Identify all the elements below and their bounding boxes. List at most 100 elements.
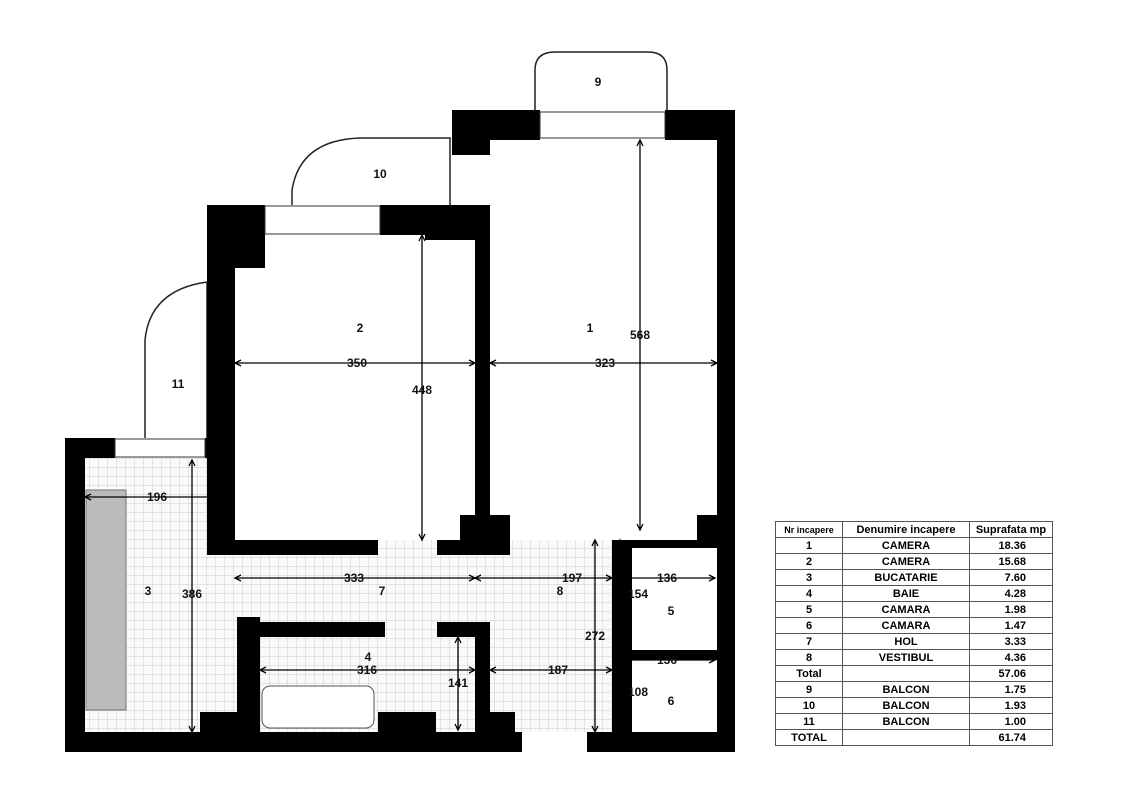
walls [65, 110, 735, 752]
cell-name [842, 729, 970, 746]
cell-area: 1.47 [969, 617, 1053, 634]
arrow-head [468, 666, 477, 674]
arrow-head [468, 359, 477, 367]
arrow-head [188, 725, 196, 734]
cell-nr: 9 [775, 681, 843, 698]
window-kitchen [114, 438, 206, 458]
dim-label: 154 [628, 587, 648, 601]
room-label-10: 10 [373, 167, 387, 181]
arrow-head [83, 493, 92, 501]
arrow-head [454, 635, 462, 644]
dimension-labels: 568 350 323 448 196 386 333 197 136 154 … [147, 328, 677, 699]
dim-label: 136 [657, 571, 677, 585]
cell-nr: 1 [775, 537, 843, 554]
window-room2 [264, 205, 381, 235]
dim-label: 272 [585, 629, 605, 643]
arrow-head [616, 538, 624, 547]
cell-nr: 6 [775, 617, 843, 634]
room-label-11: 11 [172, 377, 185, 391]
cell-area: 18.36 [969, 537, 1053, 554]
table-row: TOTAL 61.74 [775, 729, 1053, 746]
cell-name [842, 665, 970, 682]
dim-label: 187 [548, 663, 568, 677]
cell-area: 1.93 [969, 697, 1053, 714]
bathtub [261, 685, 375, 729]
arrow-head [636, 138, 644, 147]
cell-nr: Total [775, 665, 843, 682]
cell-area: 1.98 [969, 601, 1053, 618]
area-table: Nr incapere Denumire incapere Suprafata … [775, 521, 1053, 746]
arrow-head [418, 233, 426, 242]
cell-nr: 5 [775, 601, 843, 618]
dim-label: 333 [344, 571, 364, 585]
room-label-9: 9 [595, 75, 602, 89]
arrow-head [708, 574, 717, 582]
header-name: Denumire incapere [842, 521, 970, 538]
arrow-head [616, 643, 624, 652]
arrow-head [605, 666, 614, 674]
arrow-head [488, 666, 497, 674]
cell-area: 15.68 [969, 553, 1053, 570]
dim-label: 316 [357, 663, 377, 677]
cell-area: 61.74 [969, 729, 1053, 746]
cell-name: VESTIBUL [842, 649, 970, 666]
dim-label: 350 [347, 356, 367, 370]
arrow-head [418, 533, 426, 542]
cell-nr: TOTAL [775, 729, 843, 746]
arrow-head [258, 666, 267, 674]
cell-name: BALCON [842, 697, 970, 714]
cell-name: BALCON [842, 713, 970, 730]
room-label-2: 2 [357, 321, 364, 335]
cell-name: CAMERA [842, 553, 970, 570]
balcony-10 [291, 137, 451, 205]
arrow-head [636, 523, 644, 532]
dimension-lines [83, 138, 719, 734]
arrow-head [591, 725, 599, 734]
cell-area: 1.75 [969, 681, 1053, 698]
dim-label: 141 [448, 676, 468, 690]
arrow-head [708, 656, 717, 664]
room-label-7: 7 [379, 584, 386, 598]
dim-label: 323 [595, 356, 615, 370]
cell-nr: 11 [775, 713, 843, 730]
header-nr: Nr incapere [775, 521, 843, 538]
cell-name: BAIE [842, 585, 970, 602]
room-label-1: 1 [587, 321, 594, 335]
arrow-head [616, 725, 624, 734]
cell-area: 1.00 [969, 713, 1053, 730]
dim-label: 196 [147, 490, 167, 504]
dim-label: 568 [630, 328, 650, 342]
dim-label: 136 [657, 653, 677, 667]
cell-name: CAMARA [842, 601, 970, 618]
dim-label: 108 [628, 685, 648, 699]
room-labels: 2 1 3 4 5 6 7 8 9 10 11 [145, 75, 675, 708]
balcony-9 [534, 51, 668, 110]
cell-area: 4.28 [969, 585, 1053, 602]
cell-area: 4.36 [969, 649, 1053, 666]
kitchen-counter [85, 489, 127, 711]
arrow-head [454, 723, 462, 732]
room-label-5: 5 [668, 604, 675, 618]
arrow-head [233, 574, 242, 582]
cell-name: BUCATARIE [842, 569, 970, 586]
cell-name: BALCON [842, 681, 970, 698]
window-room1 [539, 111, 666, 139]
cell-name: HOL [842, 633, 970, 650]
arrow-head [616, 658, 624, 667]
arrow-head [488, 359, 497, 367]
cell-name: CAMERA [842, 537, 970, 554]
dim-label: 386 [182, 587, 202, 601]
arrow-head [233, 359, 242, 367]
